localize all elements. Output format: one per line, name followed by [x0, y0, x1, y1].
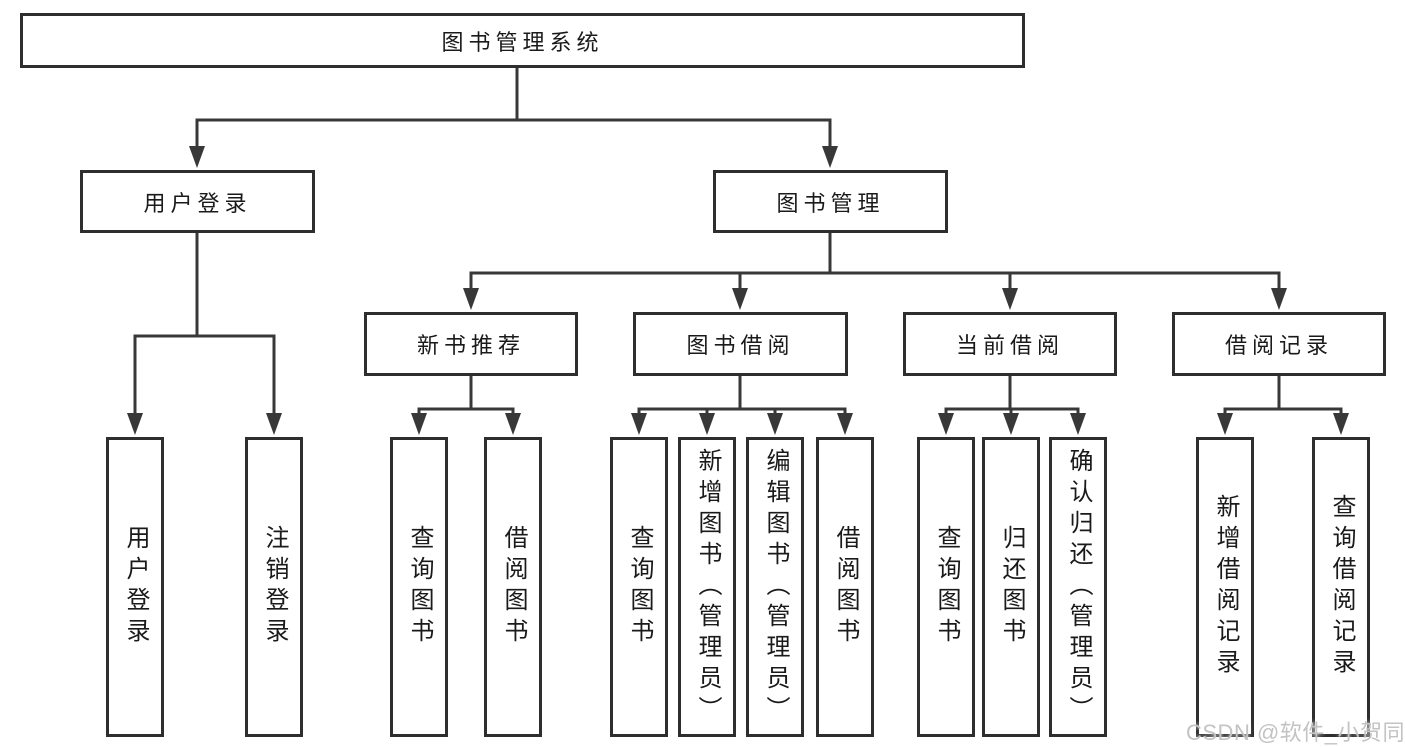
leaf-add-borrow-record: 新增借阅记录 — [1196, 437, 1254, 737]
connector-borrow-records-branch — [1217, 375, 1349, 435]
node-label: 确认归还（管理员） — [1065, 447, 1092, 727]
node-library-management-system: 图书管理系统 — [20, 13, 1025, 68]
connector-new-book-branch — [411, 375, 521, 435]
watermark: CSDN @软件_小贺同学 — [1186, 720, 1405, 745]
node-label: 新增借阅记录 — [1212, 494, 1239, 680]
connector-current-borrow-branch — [938, 375, 1086, 435]
node-label: 用户登录 — [143, 190, 252, 216]
leaf-confirm-return-admin: 确认归还（管理员） — [1049, 437, 1107, 737]
node-label: 借阅图书 — [500, 525, 527, 649]
leaf-borrow-books-2: 借阅图书 — [816, 437, 874, 737]
node-label: 新书推荐 — [416, 333, 525, 358]
node-label: 当前借阅 — [955, 333, 1064, 358]
node-label: 查询图书 — [626, 525, 653, 649]
node-label: 查询图书 — [933, 525, 960, 649]
node-label: 查询图书 — [406, 525, 433, 649]
node-label: 注销登录 — [261, 525, 288, 649]
leaf-user-login: 用户登录 — [106, 437, 164, 737]
leaf-query-books-3: 查询图书 — [917, 437, 975, 737]
node-label: 新增图书（管理员） — [694, 447, 721, 727]
node-label: 图书管理系统 — [441, 29, 604, 55]
node-label: 图书管理 — [776, 190, 885, 216]
leaf-logout: 注销登录 — [245, 437, 303, 737]
node-label: 借阅图书 — [832, 525, 859, 649]
node-label: 用户登录 — [122, 525, 149, 649]
leaf-edit-books-admin: 编辑图书（管理员） — [746, 437, 804, 737]
node-book-borrow: 图书借阅 — [633, 312, 848, 376]
node-label: 图书借阅 — [686, 333, 795, 358]
node-label: 查询借阅记录 — [1328, 494, 1355, 680]
connector-root-to-level2 — [189, 67, 838, 168]
node-borrow-records: 借阅记录 — [1172, 312, 1386, 376]
node-book-management: 图书管理 — [713, 170, 948, 233]
leaf-query-borrow-record: 查询借阅记录 — [1312, 437, 1370, 737]
node-current-borrow: 当前借阅 — [903, 312, 1117, 376]
node-new-book-recommend: 新书推荐 — [364, 312, 578, 376]
node-label: 编辑图书（管理员） — [762, 447, 789, 727]
node-label: 借阅记录 — [1224, 333, 1333, 358]
leaf-borrow-books-1: 借阅图书 — [484, 437, 542, 737]
leaf-query-books-2: 查询图书 — [610, 437, 668, 737]
connector-book-borrow-branch — [631, 375, 853, 435]
node-user-login: 用户登录 — [80, 170, 315, 233]
leaf-return-books: 归还图书 — [982, 437, 1040, 737]
connector-user-login-branch — [127, 232, 282, 435]
leaf-query-books-1: 查询图书 — [390, 437, 448, 737]
leaf-add-books-admin: 新增图书（管理员） — [678, 437, 736, 737]
connector-book-management-branch — [463, 232, 1287, 310]
node-label: 归还图书 — [998, 525, 1025, 649]
